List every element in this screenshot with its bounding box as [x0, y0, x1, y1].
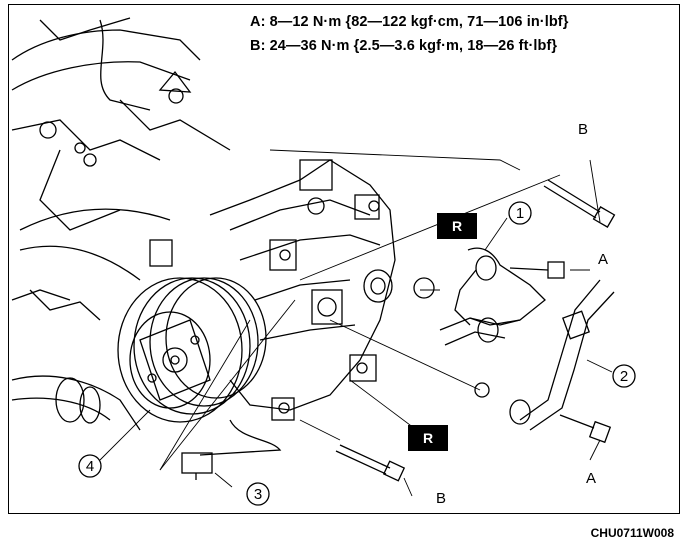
torque-spec-a: A: 8—12 N·m {82—122 kgf·cm, 71—106 in·lb…	[250, 14, 569, 30]
replace-tag-lower: R	[408, 425, 448, 451]
bolt-a-lower	[559, 414, 612, 444]
figure-id: CHU0711W008	[590, 526, 674, 540]
discharge-hose	[474, 279, 615, 431]
svg-text:R: R	[423, 430, 433, 446]
bolt-b-lower	[335, 444, 406, 482]
callout-circle-3	[246, 482, 270, 506]
callout-circle-1	[508, 201, 532, 225]
letter-b-top: B	[578, 121, 588, 138]
clutch-connector	[181, 419, 282, 480]
diagram-frame	[8, 4, 680, 514]
torque-spec-b: B: 24—36 N·m {2.5—3.6 kgf·m, 18—26 ft·lb…	[250, 38, 558, 54]
leader-lines	[99, 149, 613, 497]
letter-b-bottom: B	[436, 490, 446, 507]
callout-4: 4	[86, 458, 94, 475]
suction-hose	[413, 247, 546, 346]
callout-2: 2	[620, 368, 628, 385]
callout-circle-4	[78, 454, 102, 478]
letter-a-bottom: A	[586, 470, 596, 487]
callout-1: 1	[516, 205, 524, 222]
svg-text:R: R	[452, 218, 462, 234]
engine-bracket-drawing	[11, 17, 231, 431]
replace-tag-upper: R	[437, 213, 477, 239]
bolt-a-upper	[509, 261, 565, 279]
bolt-b-upper	[543, 179, 616, 228]
letter-a-top: A	[598, 251, 608, 268]
callout-3: 3	[254, 486, 262, 503]
magnetic-clutch-pulley	[117, 277, 267, 423]
compressor-body	[209, 159, 396, 421]
callout-circle-2	[612, 364, 636, 388]
